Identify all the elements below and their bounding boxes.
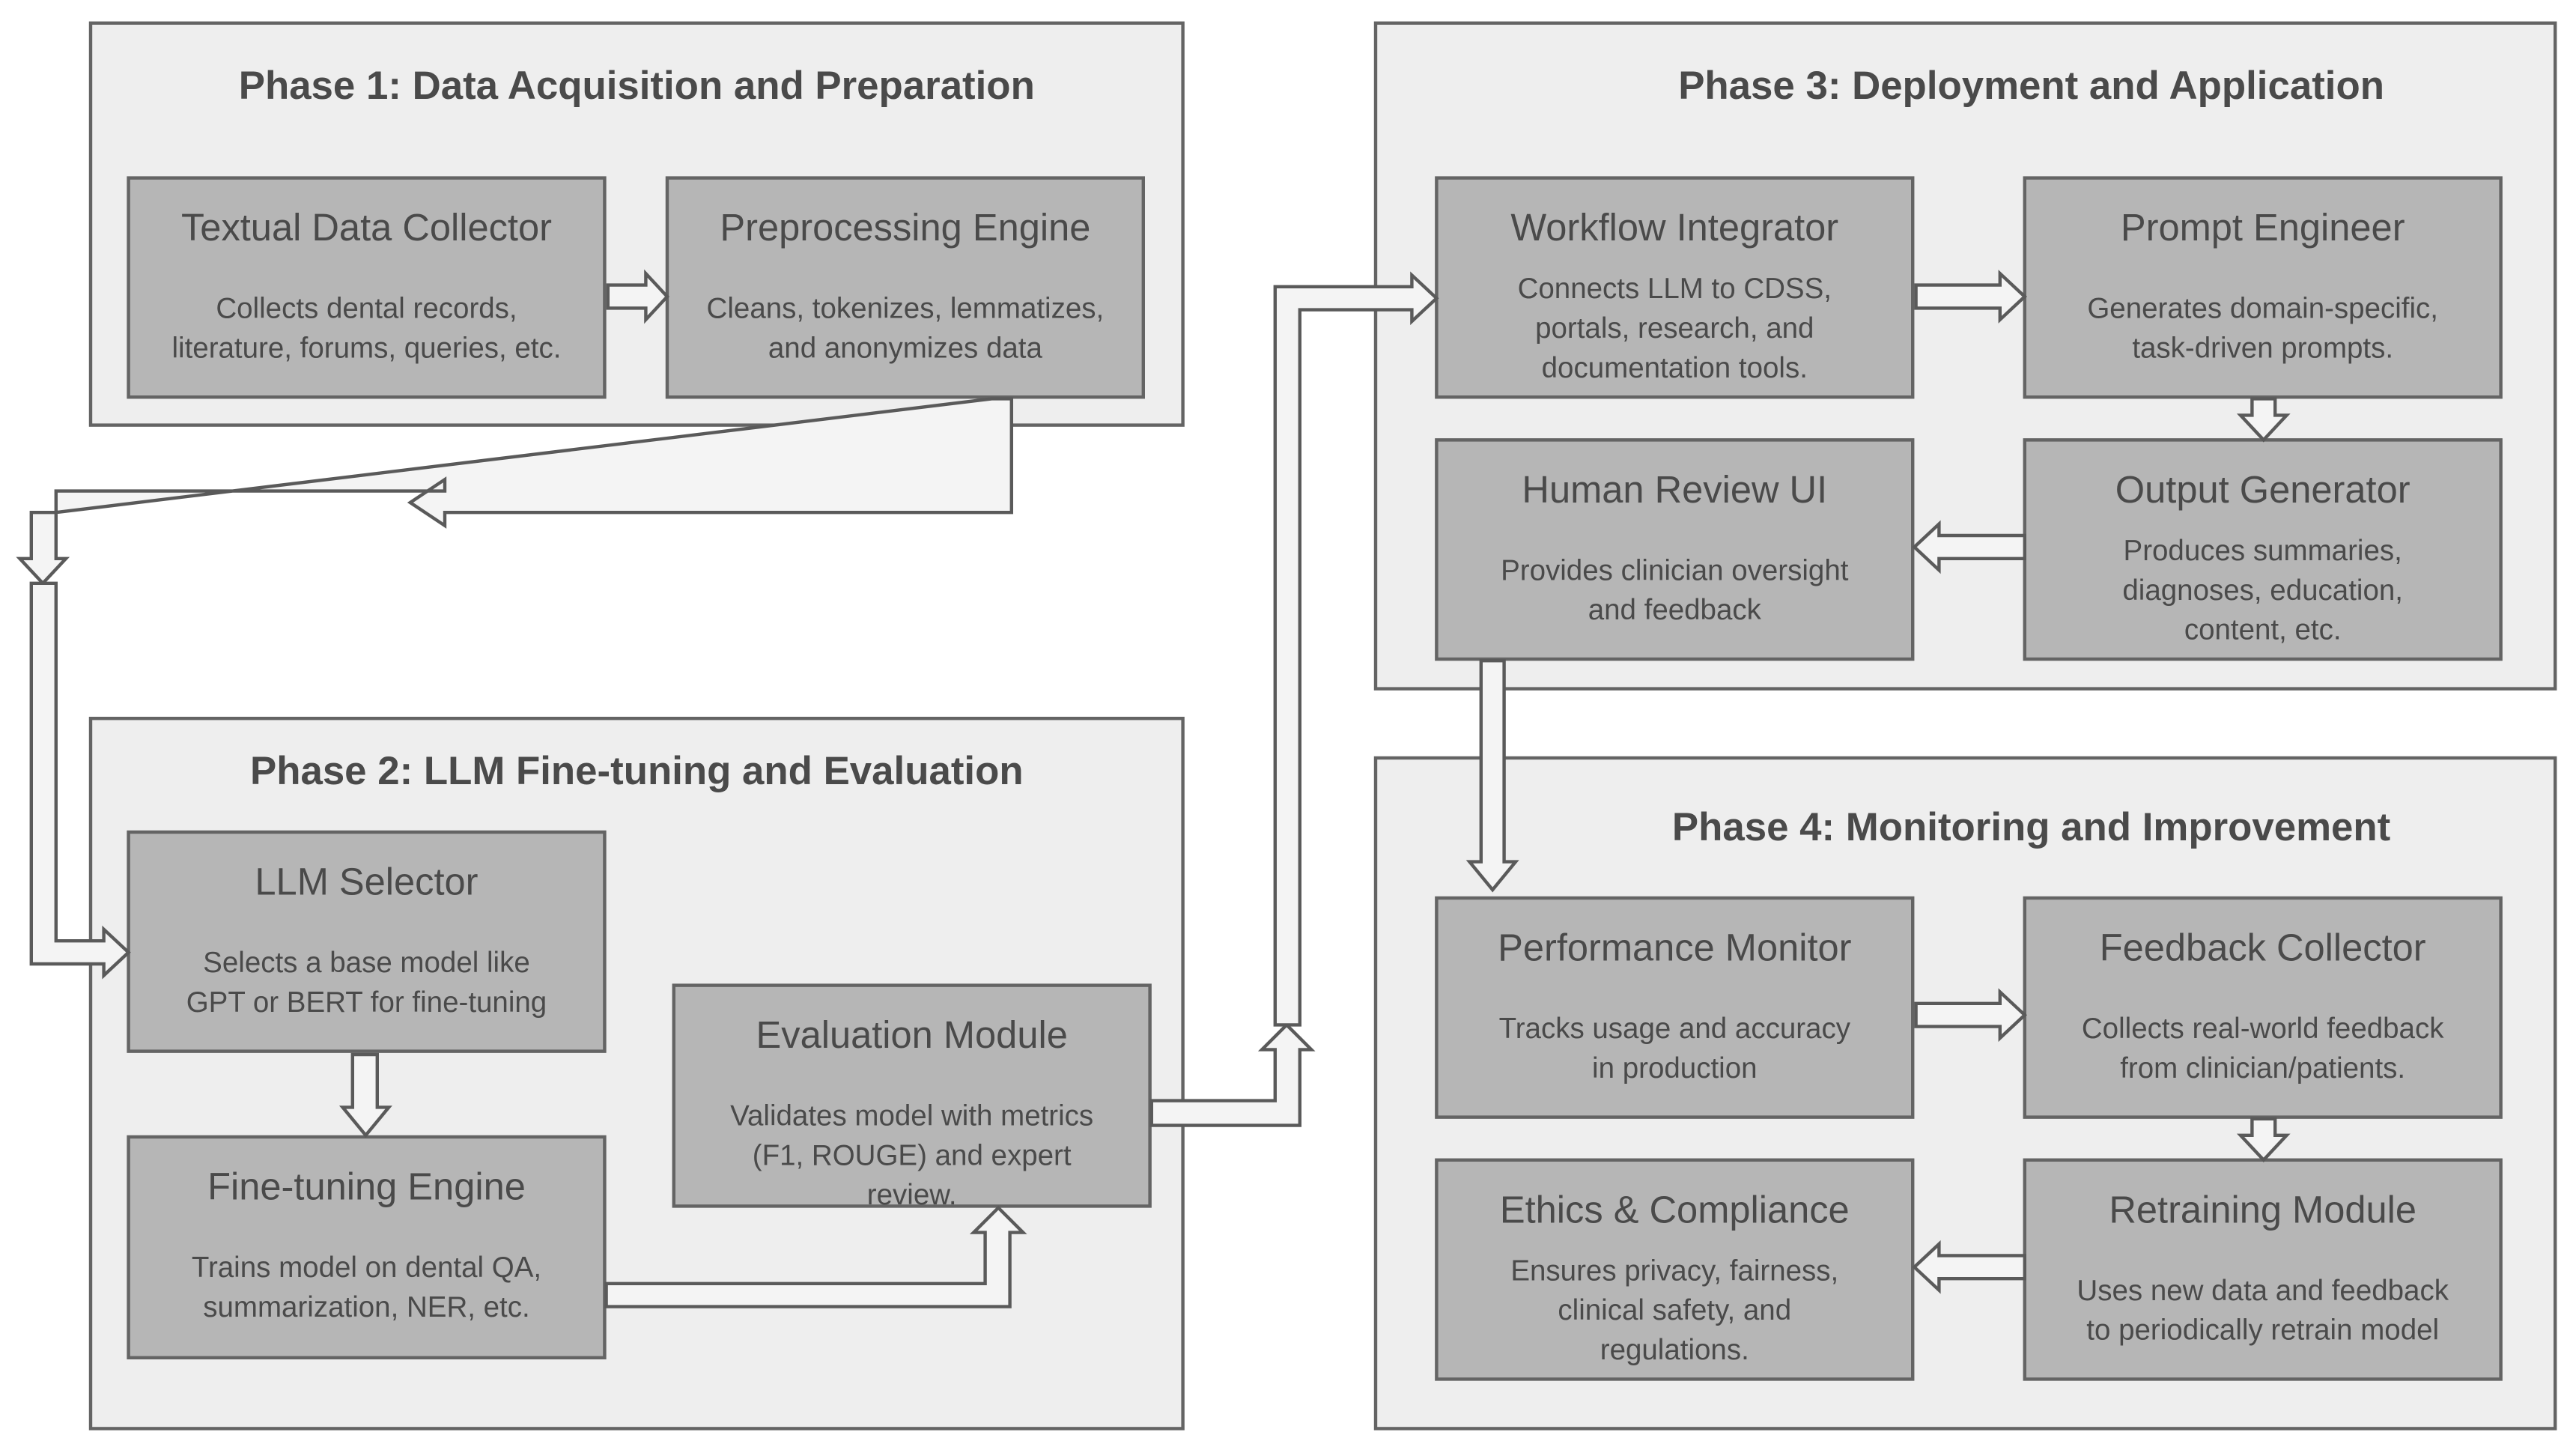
node-description: Cleans, tokenizes, lemmatizes, and anony…	[706, 291, 1105, 365]
node-title: Feedback Collector	[2099, 926, 2426, 969]
node-description: Collects dental records, literature, for…	[171, 291, 562, 365]
node-description: Ensures privacy, fairness, clinical safe…	[1510, 1254, 1839, 1366]
node-retraining-module: Retraining Module Uses new data and feed…	[2023, 1158, 2503, 1381]
node-preprocessing-engine: Preprocessing Engine Cleans, tokenizes, …	[665, 176, 1145, 399]
node-title: Fine-tuning Engine	[207, 1165, 526, 1208]
node-title: Retraining Module	[2109, 1188, 2417, 1231]
node-title: Prompt Engineer	[2120, 206, 2405, 249]
node-title: Workflow Integrator	[1510, 206, 1839, 249]
node-textual-data-collector: Textual Data Collector Collects dental r…	[127, 176, 607, 399]
phase-1-title: Phase 1: Data Acquisition and Preparatio…	[238, 64, 1035, 109]
node-title: Ethics & Compliance	[1499, 1188, 1850, 1231]
node-description: Produces summaries, diagnoses, education…	[2122, 533, 2404, 646]
node-feedback-collector: Feedback Collector Collects real-world f…	[2023, 896, 2503, 1119]
node-description: Generates domain-specific, task-driven p…	[2087, 291, 2439, 365]
node-description: Collects real-world feedback from clinic…	[2081, 1011, 2444, 1085]
phase-3-title: Phase 3: Deployment and Application	[1678, 64, 2384, 109]
node-title: Human Review UI	[1522, 467, 1828, 511]
node-description: Provides clinician oversight and feedbac…	[1501, 553, 1849, 626]
node-prompt-engineer: Prompt Engineer Generates domain-specifi…	[2023, 176, 2503, 399]
node-description: Tracks usage and accuracy in production	[1498, 1011, 1850, 1085]
node-fine-tuning-engine: Fine-tuning Engine Trains model on denta…	[127, 1135, 607, 1359]
node-title: Performance Monitor	[1498, 926, 1852, 969]
node-title: Evaluation Module	[756, 1013, 1068, 1057]
node-description: Trains model on dental QA, summarization…	[191, 1250, 542, 1323]
node-workflow-integrator: Workflow Integrator Connects LLM to CDSS…	[1435, 176, 1915, 399]
node-description: Connects LLM to CDSS, portals, research,…	[1517, 272, 1832, 384]
node-title: LLM Selector	[255, 860, 479, 903]
node-title: Preprocessing Engine	[720, 206, 1091, 249]
node-description: Selects a base model like GPT or BERT fo…	[186, 945, 547, 1019]
node-output-generator: Output Generator Produces summaries, dia…	[2023, 438, 2503, 661]
node-description: Uses new data and feedback to periodical…	[2077, 1273, 2449, 1347]
node-evaluation-module: Evaluation Module Validates model with m…	[672, 983, 1152, 1211]
node-description: Validates model with metrics (F1, ROUGE)…	[730, 1099, 1094, 1211]
phase-4-title: Phase 4: Monitoring and Improvement	[1671, 805, 2391, 851]
node-performance-monitor: Performance Monitor Tracks usage and acc…	[1435, 896, 1915, 1119]
node-human-review-ui: Human Review UI Provides clinician overs…	[1435, 438, 1915, 661]
node-title: Output Generator	[2115, 467, 2411, 511]
phase-2-title: Phase 2: LLM Fine-tuning and Evaluation	[249, 750, 1024, 795]
node-ethics-compliance: Ethics & Compliance Ensures privacy, fai…	[1435, 1158, 1915, 1381]
node-llm-selector: LLM Selector Selects a base model like G…	[127, 830, 607, 1053]
node-title: Textual Data Collector	[181, 206, 552, 249]
